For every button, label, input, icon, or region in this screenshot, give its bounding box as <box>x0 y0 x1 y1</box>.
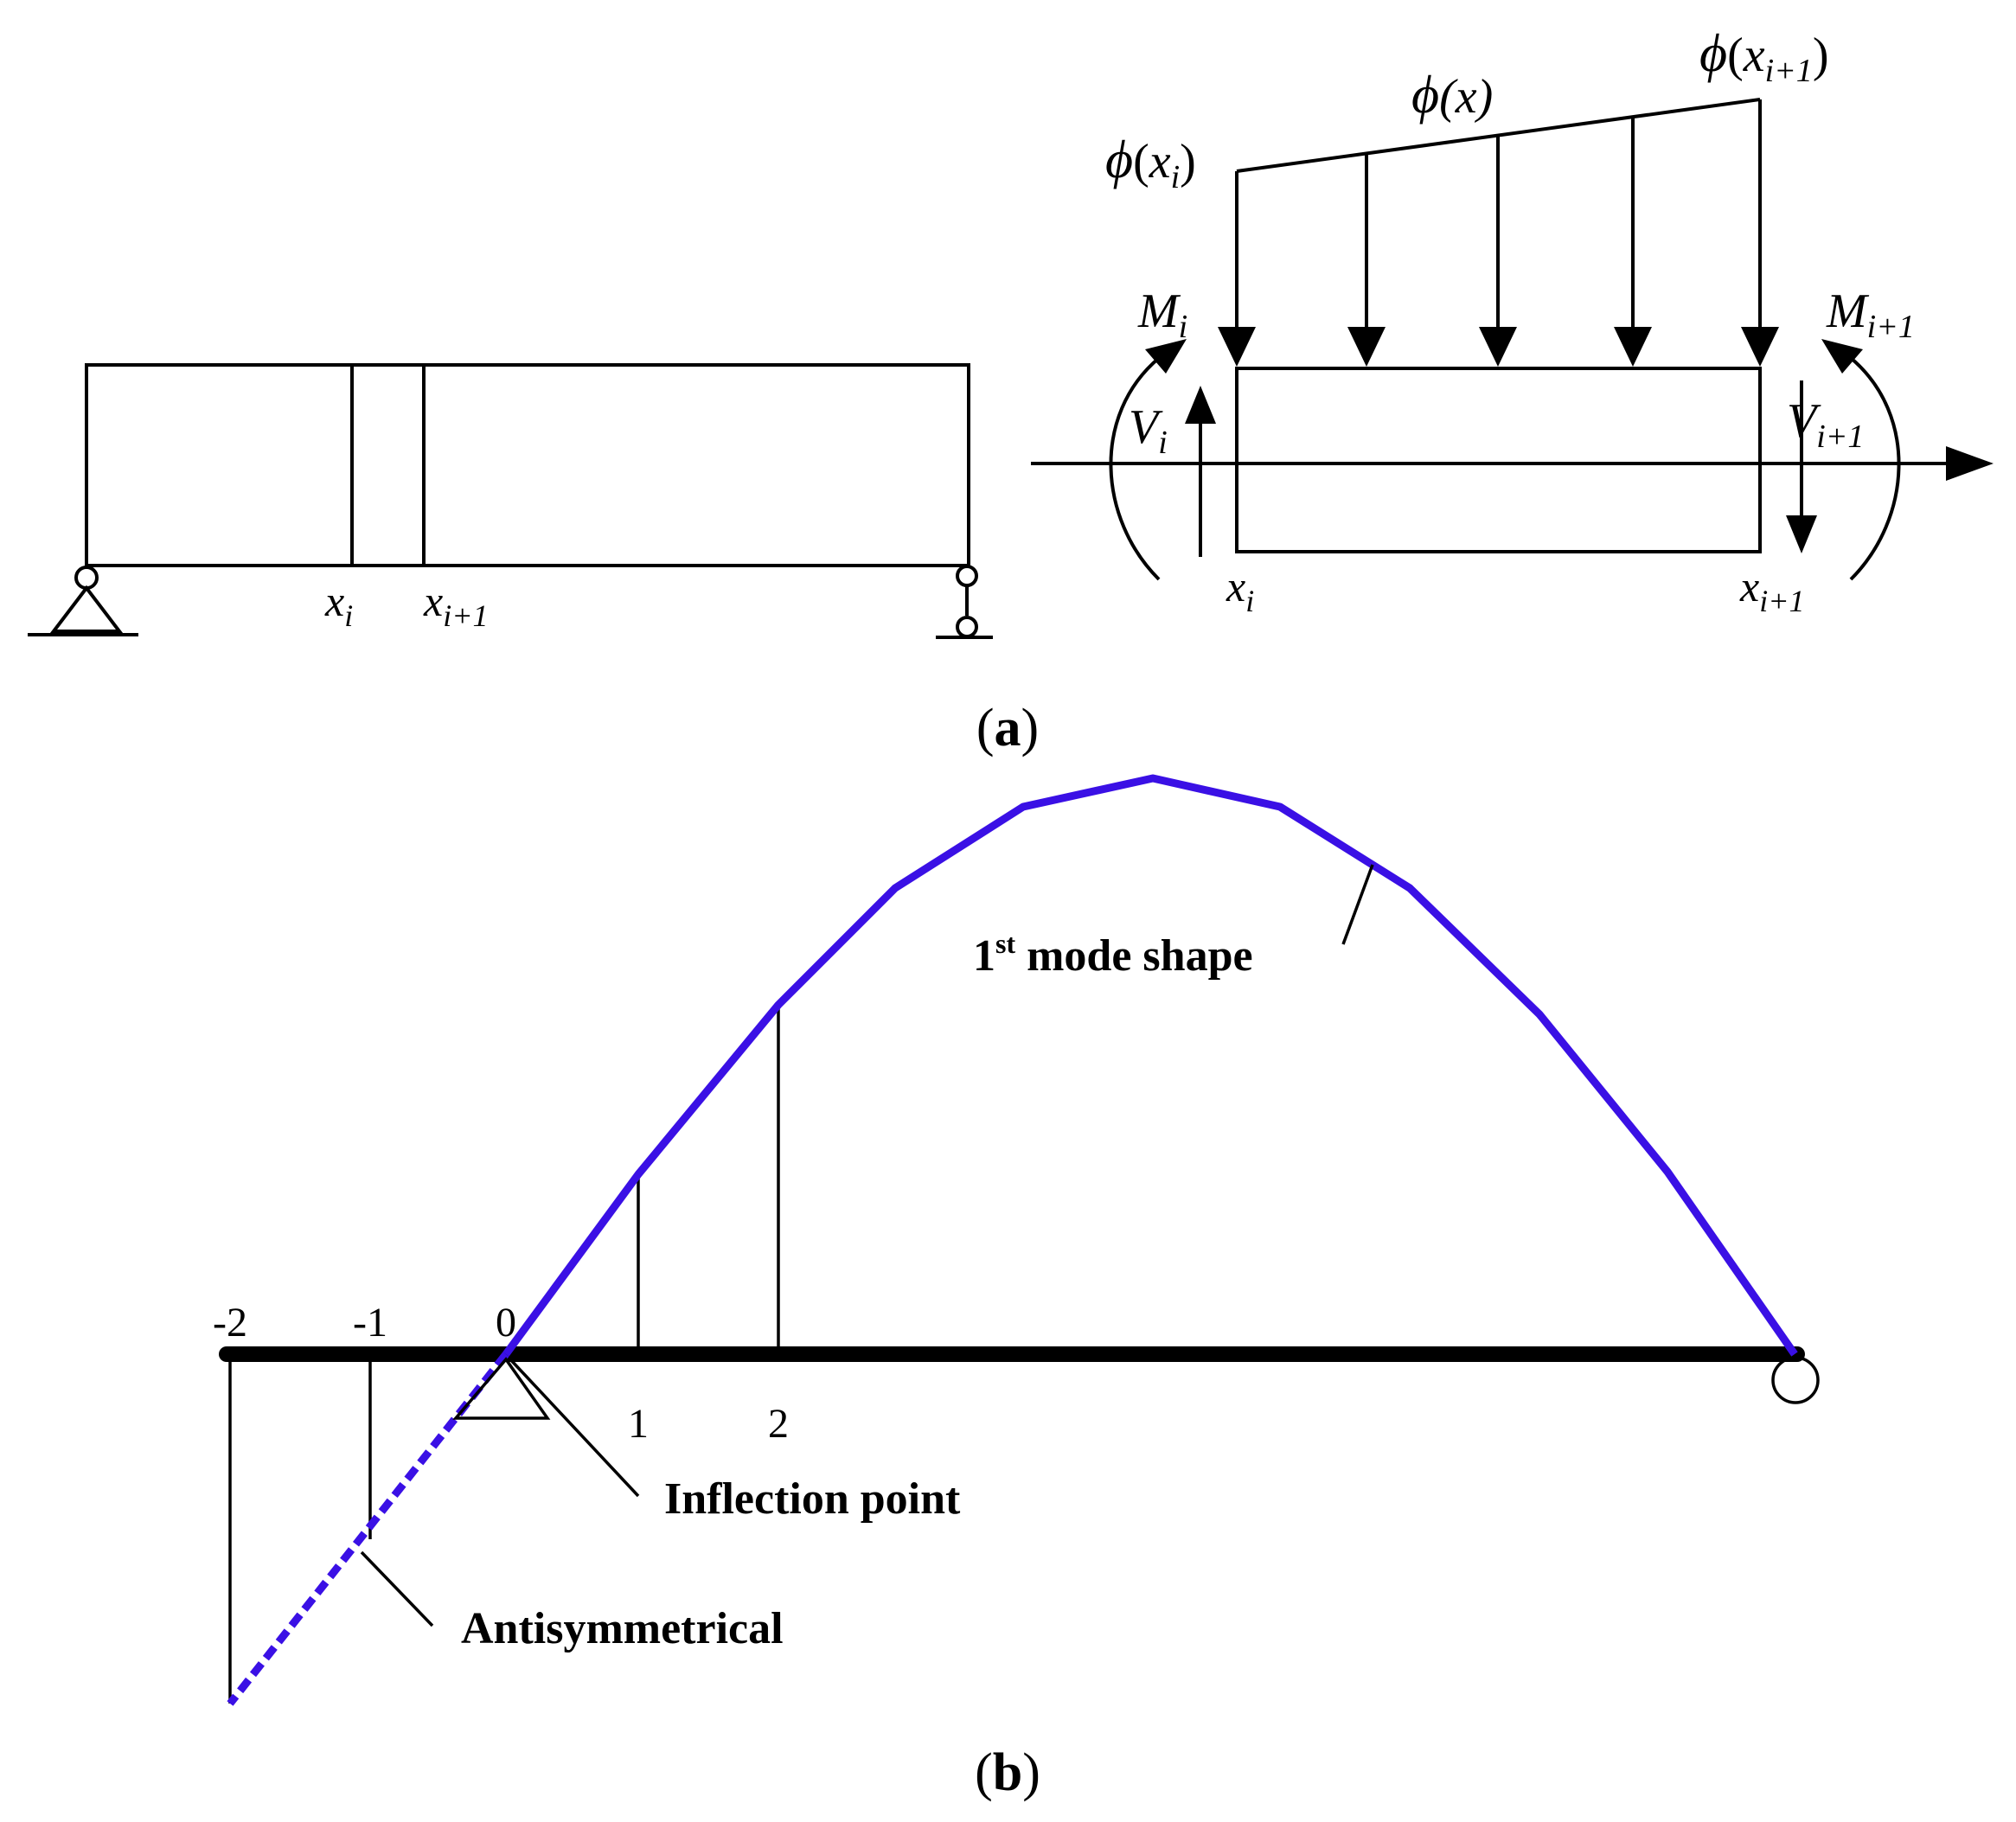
roller-support <box>936 565 993 639</box>
moment-mi1-arc <box>1849 356 1901 581</box>
leader-mode-shape <box>1341 864 1374 945</box>
tick-label-neg2: -2 <box>213 1300 247 1346</box>
caption-b: (b) <box>975 1743 1040 1802</box>
label-phi-xi1: ϕ(xi+1) <box>1699 24 1828 89</box>
label-Vi1: Vi+1 <box>1787 394 1864 455</box>
tick-label-0: 0 <box>496 1300 516 1346</box>
antisym-label: Antisymmetrical <box>461 1604 784 1653</box>
label-elem-xi: xi <box>1226 562 1254 618</box>
label-xi1: xi+1 <box>423 577 489 633</box>
leader-antisym <box>360 1550 434 1627</box>
label-phi-xi: ϕ(xi) <box>1105 131 1196 195</box>
mode-shape-label: 1st mode shape <box>973 928 1253 981</box>
caption-a: (a) <box>976 699 1039 758</box>
label-xi: xi <box>324 577 353 633</box>
tick-label-neg1: -1 <box>353 1300 387 1346</box>
element-box <box>1235 367 1762 553</box>
leader-inflection <box>509 1358 640 1498</box>
label-elem-xi1: xi+1 <box>1739 562 1805 618</box>
inflection-label: Inflection point <box>664 1474 961 1524</box>
moment-mi-arc <box>1109 356 1161 581</box>
label-Vi: Vi <box>1129 400 1168 461</box>
pin-support <box>28 566 138 636</box>
tick-label-2: 2 <box>768 1401 789 1447</box>
mode-shape-curve <box>502 774 1798 1357</box>
beam-diagram: xi xi+1 <box>28 363 993 639</box>
load-arrows <box>1218 118 1779 367</box>
beam-body <box>85 363 970 567</box>
tick-label-1: 1 <box>628 1401 649 1447</box>
x-axis-arrowhead <box>1946 446 1994 481</box>
mode-shape-diagram: -2 -1 0 1 2 1st mode shape Inflection po… <box>213 774 1820 1706</box>
label-Mi1: Mi+1 <box>1826 284 1915 345</box>
label-phi-x: ϕ(x) <box>1411 66 1493 125</box>
end-roller <box>1771 1356 1820 1404</box>
inflection-support <box>452 1357 551 1420</box>
element-diagram: ϕ(xi) ϕ(x) ϕ(xi+1) Mi Mi+1 Vi Vi+1 xi xi… <box>1031 24 1994 618</box>
label-Mi: Mi <box>1137 284 1187 345</box>
load-top-edge <box>1236 98 1761 173</box>
